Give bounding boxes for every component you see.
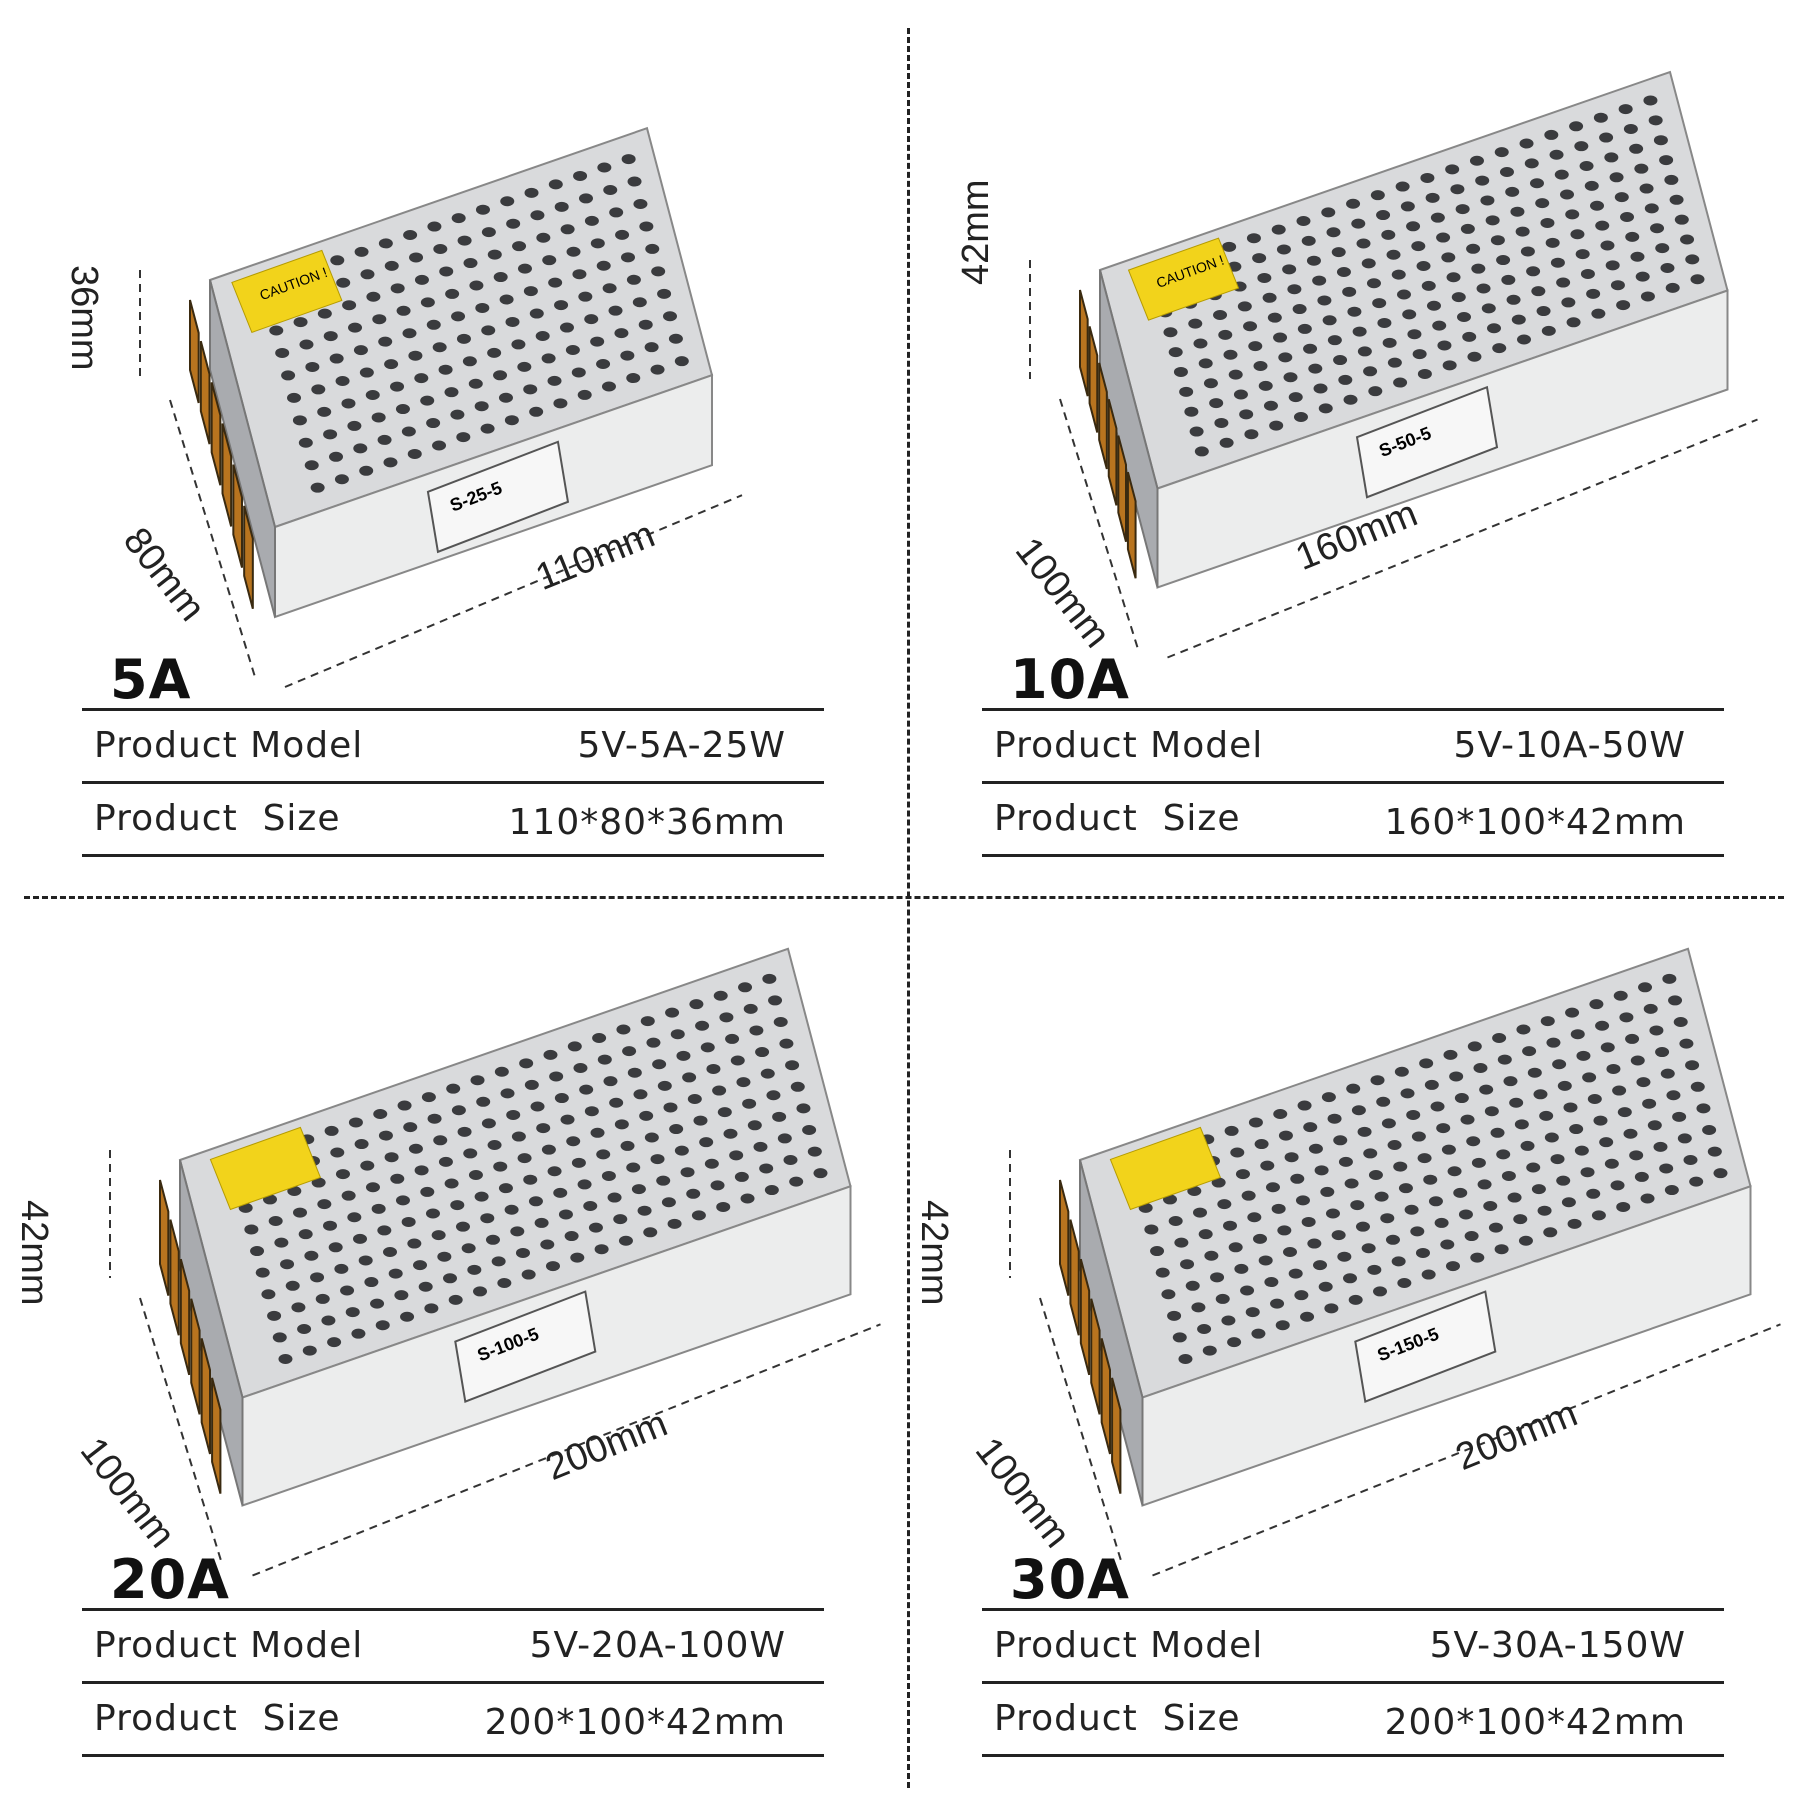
spec-value: 5V-10A-50W: [1453, 725, 1686, 766]
spec-value: 5V-20A-100W: [529, 1625, 786, 1666]
current-rating: 30A: [1010, 1548, 1130, 1611]
height-dimension-label: 42mm: [13, 1200, 55, 1306]
length-dimension-line: [252, 1323, 881, 1577]
current-rating: 10A: [1010, 648, 1130, 711]
spec-table: Product Model 5V-10A-50W Product Size 160*1…: [982, 708, 1724, 857]
spec-row: Product Size 200*100*42mm: [82, 1681, 824, 1757]
vent-holes: [227, 973, 828, 1365]
nameplate: [454, 1290, 597, 1403]
vertical-divider: [907, 28, 910, 1788]
spec-row: Product Size 110*80*36mm: [82, 781, 824, 857]
spec-row: Product Model 5V-20A-100W: [82, 1608, 824, 1681]
case-side-face: [209, 279, 276, 618]
spec-label: Product Size: [994, 798, 1241, 839]
case-side-face: [1099, 269, 1159, 588]
spec-label: Product Size: [94, 1698, 341, 1739]
case-side-face: [1079, 1159, 1144, 1506]
current-rating: 20A: [110, 1548, 230, 1611]
vent-holes: [1127, 973, 1728, 1365]
power-supply-image: S-100-5: [109, 947, 881, 1577]
spec-table: Product Model 5V-20A-100W Product Size 200*…: [82, 1608, 824, 1757]
spec-value: 110*80*36mm: [508, 802, 786, 843]
caution-label: [231, 249, 343, 334]
height-dimension-label: 42mm: [955, 179, 997, 285]
spec-row: Product Size 160*100*42mm: [982, 781, 1724, 857]
terminal-block: [1059, 1179, 1122, 1494]
depth-dimension-line: [1039, 1297, 1124, 1566]
depth-dimension-line: [139, 1297, 224, 1566]
current-rating: 5A: [110, 648, 192, 711]
spec-value: 5V-5A-25W: [577, 725, 786, 766]
nameplate: [426, 440, 570, 554]
case-side-face: [179, 1159, 244, 1506]
caution-label: [1127, 237, 1240, 321]
spec-row: Product Model 5V-30A-150W: [982, 1608, 1724, 1681]
spec-row: Product Model 5V-10A-50W: [982, 708, 1724, 781]
spec-row: Product Model 5V-5A-25W: [82, 708, 824, 781]
spec-table: Product Model 5V-5A-25W Product Size 110*80…: [82, 708, 824, 857]
spec-label: Product Model: [994, 1625, 1264, 1666]
power-supply-image: CAUTION !S-25-5: [139, 126, 743, 688]
spec-row: Product Size 200*100*42mm: [982, 1681, 1724, 1757]
caution-label: [1109, 1126, 1222, 1211]
spec-value: 5V-30A-150W: [1429, 1625, 1686, 1666]
spec-value: 160*100*42mm: [1384, 802, 1686, 843]
terminal-block: [159, 1179, 222, 1494]
terminal-block: [189, 299, 254, 610]
spec-value: 200*100*42mm: [1384, 1702, 1686, 1743]
spec-value: 200*100*42mm: [484, 1702, 786, 1743]
nameplate: [1355, 385, 1499, 499]
horizontal-divider: [24, 896, 1784, 899]
vent-holes: [1147, 95, 1705, 457]
length-dimension-line: [284, 494, 743, 688]
terminal-block: [1079, 289, 1137, 579]
spec-label: Product Model: [94, 1625, 364, 1666]
spec-label: Product Model: [994, 725, 1264, 766]
depth-dimension-line: [1059, 398, 1139, 648]
length-dimension-line: [1152, 1323, 1781, 1577]
height-dimension-label: 42mm: [913, 1200, 955, 1306]
spec-label: Product Model: [94, 725, 364, 766]
spec-table: Product Model 5V-30A-150W Product Size 200*…: [982, 1608, 1724, 1757]
depth-dimension-line: [169, 399, 256, 678]
caution-label: [209, 1126, 322, 1211]
power-supply-image: S-150-5: [1009, 947, 1781, 1577]
height-dimension-label: 36mm: [63, 265, 105, 371]
power-supply-image: CAUTION !S-50-5: [1029, 70, 1758, 659]
nameplate: [1354, 1290, 1497, 1403]
spec-label: Product Size: [994, 1698, 1241, 1739]
spec-label: Product Size: [94, 798, 341, 839]
